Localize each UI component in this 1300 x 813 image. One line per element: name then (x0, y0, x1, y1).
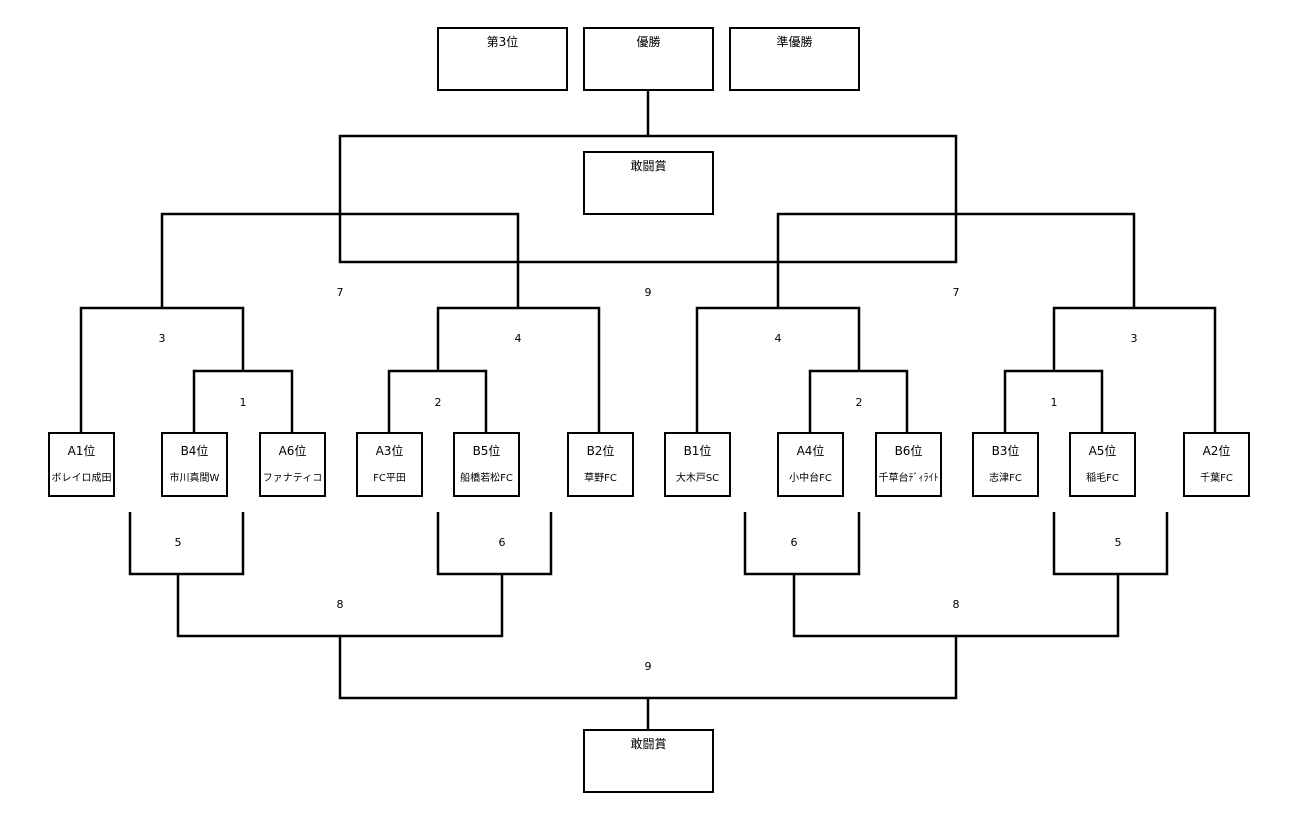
team-seed: B2位 (586, 444, 615, 458)
team-box-8: A4位 小中台FC (777, 432, 844, 497)
team-seed: A1位 (67, 444, 96, 458)
team-box-7: B1位 大木戸SC (664, 432, 731, 497)
match-number-3-left: 3 (158, 332, 166, 345)
team-name: 船橋若松FC (460, 473, 513, 484)
team-box-5: B5位 船橋若松FC (453, 432, 520, 497)
bracket-m2-left (387, 369, 488, 433)
bracket-m8-left (176, 575, 504, 638)
match-number-9-top: 9 (644, 286, 652, 299)
team-seed: B4位 (180, 444, 209, 458)
team-name: FC平田 (373, 473, 406, 484)
fighting-spirit-bottom-box: 敢闘賞 (583, 729, 714, 793)
semi-bracket-left (160, 212, 520, 307)
bracket-m3-left (79, 306, 245, 433)
team-box-11: A5位 稲毛FC (1069, 432, 1136, 497)
match-number-9-bottom: 9 (644, 660, 652, 673)
bracket-m5-left (128, 512, 245, 576)
match-number-2-left: 2 (434, 396, 442, 409)
bracket-m2-right (808, 369, 909, 433)
team-box-10: B3位 志津FC (972, 432, 1039, 497)
team-name: 千草台ﾃﾞｨﾗｲﾄ (878, 473, 939, 484)
bracket-m4-left (436, 306, 601, 433)
champion-box: 優勝 (583, 27, 714, 91)
team-name: 草野FC (584, 473, 617, 484)
team-name: 千葉FC (1200, 473, 1233, 484)
match-number-7-right: 7 (952, 286, 960, 299)
team-name: 大木戸SC (675, 473, 720, 484)
bracket-m6-left (436, 512, 553, 576)
team-seed: A5位 (1088, 444, 1117, 458)
match-number-8-left: 8 (336, 598, 344, 611)
team-seed: A3位 (375, 444, 404, 458)
runner-up-box: 準優勝 (729, 27, 860, 91)
team-box-2: B4位 市川真間W (161, 432, 228, 497)
champion-label: 優勝 (636, 35, 661, 49)
team-name: 志津FC (989, 473, 1022, 484)
fighting-spirit-top-box: 敢闘賞 (583, 151, 714, 215)
bracket-m1-right (1003, 369, 1104, 433)
team-seed: B5位 (472, 444, 501, 458)
third-place-box: 第3位 (437, 27, 568, 91)
match-number-5-right: 5 (1114, 536, 1122, 549)
match-number-1-left: 1 (239, 396, 247, 409)
team-box-12: A2位 千葉FC (1183, 432, 1250, 497)
team-box-6: B2位 草野FC (567, 432, 634, 497)
team-box-3: A6位 ファナティコ (259, 432, 326, 497)
team-seed: B6位 (894, 444, 923, 458)
bracket-m8-right (792, 575, 1120, 638)
team-box-1: A1位 ボレイロ成田 (48, 432, 115, 497)
match-number-4-left: 4 (514, 332, 522, 345)
final-bracket (338, 134, 958, 264)
match-number-1-right: 1 (1050, 396, 1058, 409)
match-number-2-right: 2 (855, 396, 863, 409)
team-name: 市川真間W (169, 473, 220, 484)
team-seed: B1位 (683, 444, 712, 458)
team-seed: A2位 (1202, 444, 1231, 458)
match-number-6-right: 6 (790, 536, 798, 549)
match-number-8-right: 8 (952, 598, 960, 611)
team-seed: A6位 (278, 444, 307, 458)
team-seed: B3位 (991, 444, 1020, 458)
runner-up-label: 準優勝 (776, 35, 813, 49)
bracket-m5-right (1052, 512, 1169, 576)
team-name: ファナティコ (262, 473, 323, 484)
bracket-m4-right (695, 306, 861, 433)
bracket-m6-right (743, 512, 861, 576)
match-number-3-right: 3 (1130, 332, 1138, 345)
team-box-4: A3位 FC平田 (356, 432, 423, 497)
match-number-6-left: 6 (498, 536, 506, 549)
team-name: 稲毛FC (1086, 473, 1119, 484)
match-number-5-left: 5 (174, 536, 182, 549)
match-number-7-left: 7 (336, 286, 344, 299)
team-seed: A4位 (796, 444, 825, 458)
team-name: ボレイロ成田 (51, 473, 112, 484)
fighting-spirit-bottom-label: 敢闘賞 (630, 737, 667, 751)
fighting-spirit-top-label: 敢闘賞 (630, 159, 667, 173)
bracket-m1-left (192, 369, 294, 433)
third-place-label: 第3位 (486, 35, 519, 49)
team-box-9: B6位 千草台ﾃﾞｨﾗｲﾄ (875, 432, 942, 497)
team-name: 小中台FC (789, 473, 832, 484)
bracket-m3-right (1052, 306, 1217, 433)
semi-bracket-right (776, 212, 1136, 307)
match-number-4-right: 4 (774, 332, 782, 345)
